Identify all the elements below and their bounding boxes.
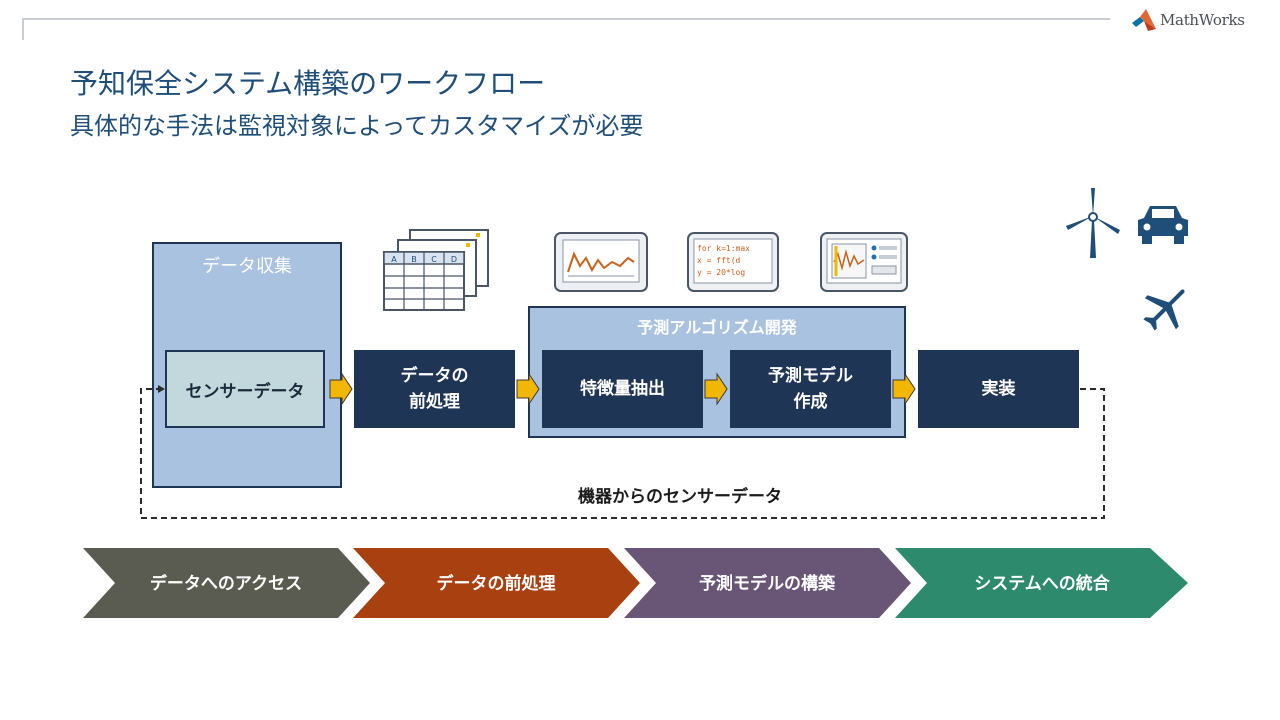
code-line-2: x = fft(d <box>697 256 741 265</box>
stage-chevron-preprocess <box>353 548 640 618</box>
header-divider <box>22 18 1110 20</box>
stage-label-model: 予測モデルの構築 <box>699 573 836 594</box>
spreadsheet-icon: A B C D <box>383 229 489 311</box>
membrane-logo-icon <box>1132 9 1156 31</box>
code-line-3: y = 20*log <box>697 268 745 277</box>
feedback-loop-label: 機器からのセンサーデータ <box>578 487 782 507</box>
code-monitor-icon: for k=1:max x = fft(d y = 20*log <box>687 232 779 292</box>
chart-monitor-icon <box>554 232 648 292</box>
spreadsheet-col-b: B <box>411 255 417 264</box>
stage-chevron-integration <box>895 548 1188 618</box>
flow-arrow-3 <box>704 372 728 406</box>
app-monitor-icon <box>820 232 908 292</box>
implementation-box: 実装 <box>918 350 1079 428</box>
feedback-loop-arrowhead <box>158 385 165 393</box>
preprocessing-label-line1: データの <box>400 366 469 386</box>
stage-label-preprocess: データの前処理 <box>437 573 556 594</box>
flow-arrow-1 <box>329 372 353 406</box>
model-creation-box: 予測モデル 作成 <box>730 350 891 428</box>
sensor-data-label: センサーデータ <box>185 381 305 402</box>
logo-text: MathWorks <box>1160 11 1245 29</box>
stage-label-integration: システムへの統合 <box>974 573 1110 594</box>
wind-turbine-icon <box>1066 188 1120 258</box>
airplane-icon <box>1143 289 1185 331</box>
page-subtitle: 具体的な手法は監視対象によってカスタマイズが必要 <box>70 112 644 140</box>
spreadsheet-col-d: D <box>451 255 457 264</box>
spreadsheet-col-c: C <box>431 255 437 264</box>
feature-extraction-box: 特徴量抽出 <box>542 350 703 428</box>
model-creation-label-line2: 作成 <box>793 392 828 412</box>
stage-chevron-access <box>83 548 370 618</box>
header-divider-tick <box>22 18 24 40</box>
flow-arrow-2 <box>516 372 540 406</box>
spreadsheet-col-a: A <box>391 255 397 264</box>
stage-chevron-model <box>624 548 911 618</box>
sensor-data-box: センサーデータ <box>165 350 325 428</box>
algorithm-development-label: 予測アルゴリズム開発 <box>637 318 797 337</box>
feedback-loop-line <box>140 388 1105 519</box>
model-creation-label-line1: 予測モデル <box>768 366 853 386</box>
data-collection-label: データ収集 <box>202 256 292 277</box>
stage-label-access: データへのアクセス <box>150 573 302 594</box>
mathworks-logo: MathWorks <box>1132 8 1245 32</box>
car-icon <box>1138 206 1188 244</box>
feature-extraction-label: 特徴量抽出 <box>580 379 665 399</box>
code-line-1: for k=1:max <box>697 244 750 253</box>
page-title: 予知保全システム構築のワークフロー <box>70 67 546 100</box>
implementation-label: 実装 <box>981 379 1016 399</box>
flow-arrow-4 <box>892 372 916 406</box>
preprocessing-box: データの 前処理 <box>354 350 515 428</box>
preprocessing-label-line2: 前処理 <box>409 392 460 412</box>
